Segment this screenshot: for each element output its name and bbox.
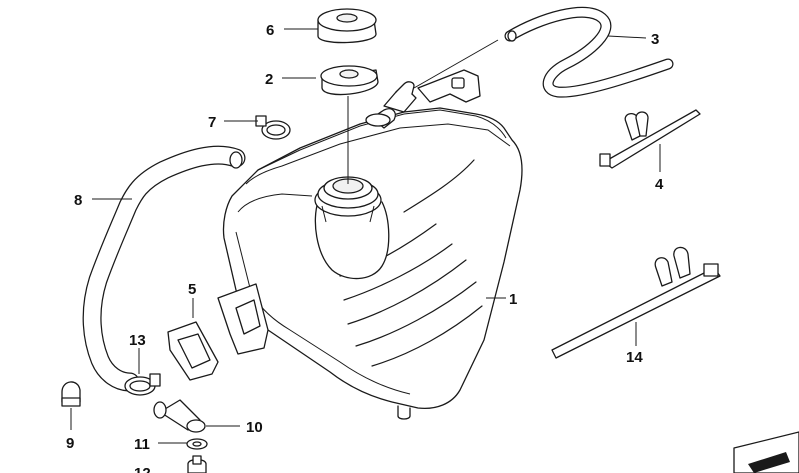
cap-nut[interactable] bbox=[61, 381, 81, 407]
callout-5: 5 bbox=[188, 281, 196, 298]
callout-10: 10 bbox=[246, 419, 263, 436]
rubber-mount[interactable] bbox=[167, 321, 219, 381]
leader-3 bbox=[607, 35, 647, 39]
screw[interactable] bbox=[187, 455, 207, 473]
expansion-tank[interactable] bbox=[217, 69, 523, 420]
callout-8: 8 bbox=[74, 192, 82, 209]
catalog-corner-icon bbox=[733, 431, 799, 473]
cap[interactable] bbox=[317, 8, 377, 44]
seal-cap-insert[interactable] bbox=[320, 65, 379, 96]
banjo-bolt[interactable] bbox=[153, 399, 206, 433]
cable-tie-clip[interactable] bbox=[599, 109, 701, 169]
vent-hose[interactable] bbox=[504, 6, 674, 98]
callout-14: 14 bbox=[626, 349, 643, 366]
callout-9: 9 bbox=[66, 435, 74, 452]
callout-6: 6 bbox=[266, 22, 274, 39]
callout-4: 4 bbox=[655, 176, 664, 193]
callout-2: 2 bbox=[265, 71, 273, 88]
hose-clamp-7[interactable] bbox=[255, 115, 291, 140]
coolant-hose[interactable] bbox=[82, 145, 246, 392]
washer[interactable] bbox=[186, 438, 208, 450]
callout-12: 12 bbox=[134, 465, 151, 473]
callout-7: 7 bbox=[208, 114, 216, 131]
callout-11: 11 bbox=[134, 436, 150, 453]
callout-3: 3 bbox=[651, 31, 659, 48]
callout-1: 1 bbox=[509, 291, 517, 308]
hose-clamp-13[interactable] bbox=[124, 373, 161, 396]
alignment-line-hose bbox=[413, 39, 499, 89]
callout-13: 13 bbox=[129, 332, 146, 349]
long-cable-tie-clip[interactable] bbox=[551, 246, 721, 359]
